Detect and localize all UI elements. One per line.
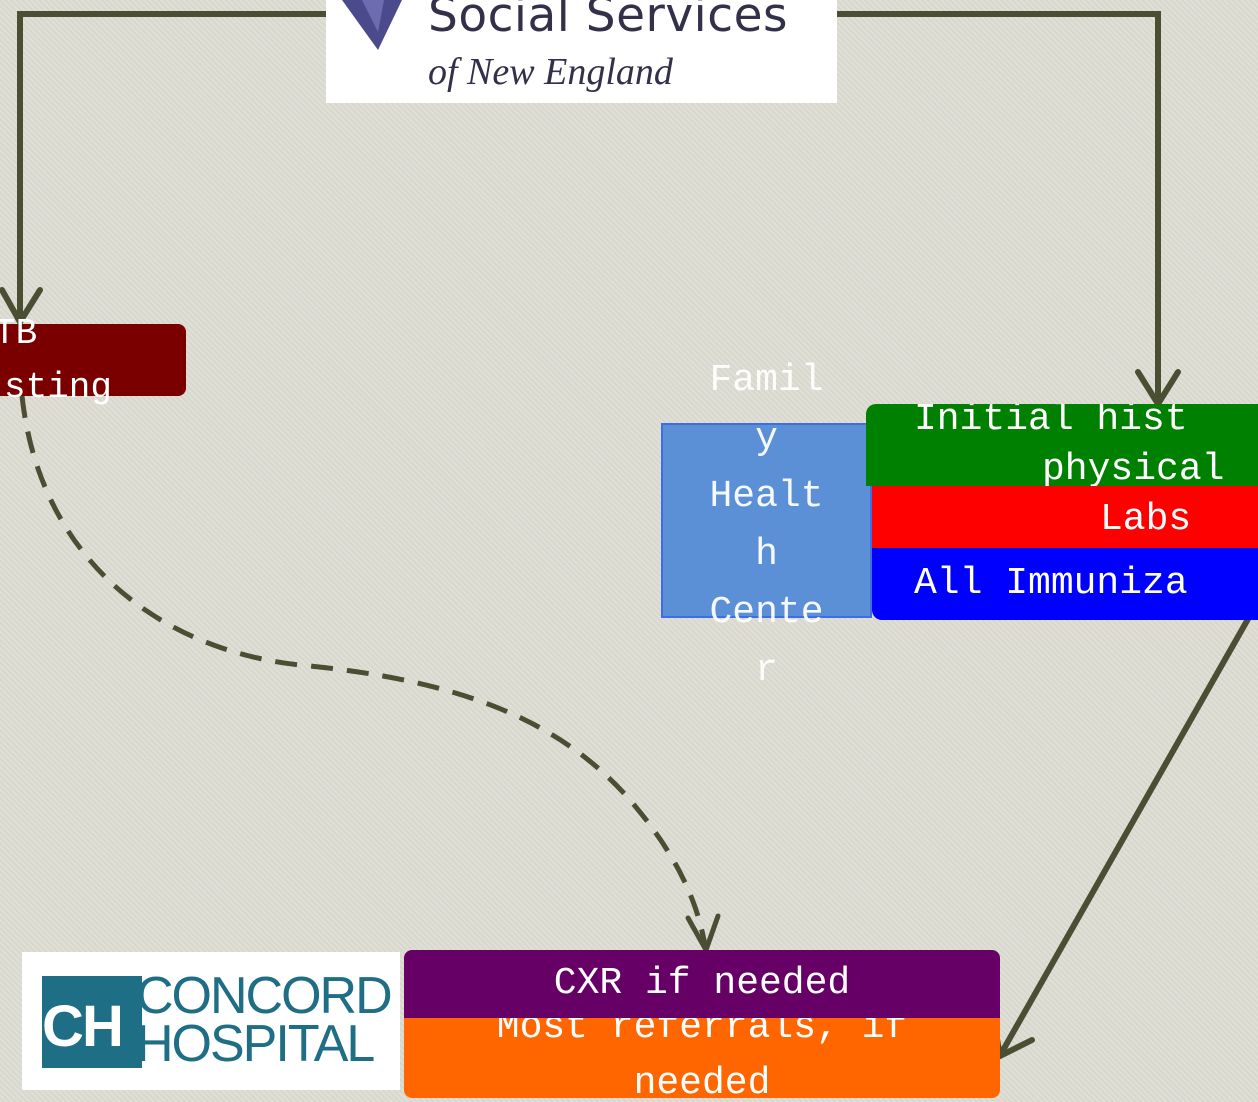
referrals-line2: needed (633, 1062, 771, 1098)
referrals-line1: Most referrals, if (496, 1018, 908, 1049)
lssne-logo: Social Services of New England (326, 0, 837, 103)
arrow-lssne-to-tb (17, 11, 326, 320)
concord-monogram-icon: C H (42, 976, 142, 1068)
hospital-word: HOSPITAL (136, 1015, 375, 1073)
cxr-box: CXR if needed (404, 950, 1000, 1018)
lssne-name-line2: of New England (428, 51, 673, 93)
immunizations-box: All Immuniza (872, 548, 1258, 620)
lssne-name-line1: Social Services (428, 0, 788, 43)
labs-label: Labs (1100, 498, 1192, 541)
initial-history-box: Initial hist physical (866, 404, 1258, 486)
concord-hospital-logo: C H CONCORD HOSPITAL (22, 952, 400, 1090)
initial-history-line2: physical (1042, 448, 1225, 486)
initial-history-line1: Initial hist (914, 404, 1188, 441)
labs-box: Labs (872, 486, 1258, 548)
family-health-center-box (661, 423, 872, 618)
referrals-box: Most referrals, if needed (404, 1018, 1000, 1098)
arrow-immun-to-referrals (999, 610, 1255, 1054)
tb-testing-line1: TB (0, 313, 38, 354)
concord-monogram-h: H (82, 994, 124, 1059)
arrow-tb-to-cxr-dashed (19, 395, 708, 946)
concord-word: CONCORD (136, 967, 393, 1025)
tb-testing-line2: sting (4, 367, 113, 408)
arrowhead-tb (0, 287, 43, 328)
immunizations-label: All Immuniza (914, 562, 1188, 605)
concord-monogram-c: C (42, 994, 84, 1059)
lssne-mark-icon (342, 0, 402, 50)
tb-testing-box: TB sting (0, 316, 186, 406)
arrow-lssne-to-history (837, 11, 1161, 402)
cxr-label: CXR if needed (553, 962, 851, 1005)
